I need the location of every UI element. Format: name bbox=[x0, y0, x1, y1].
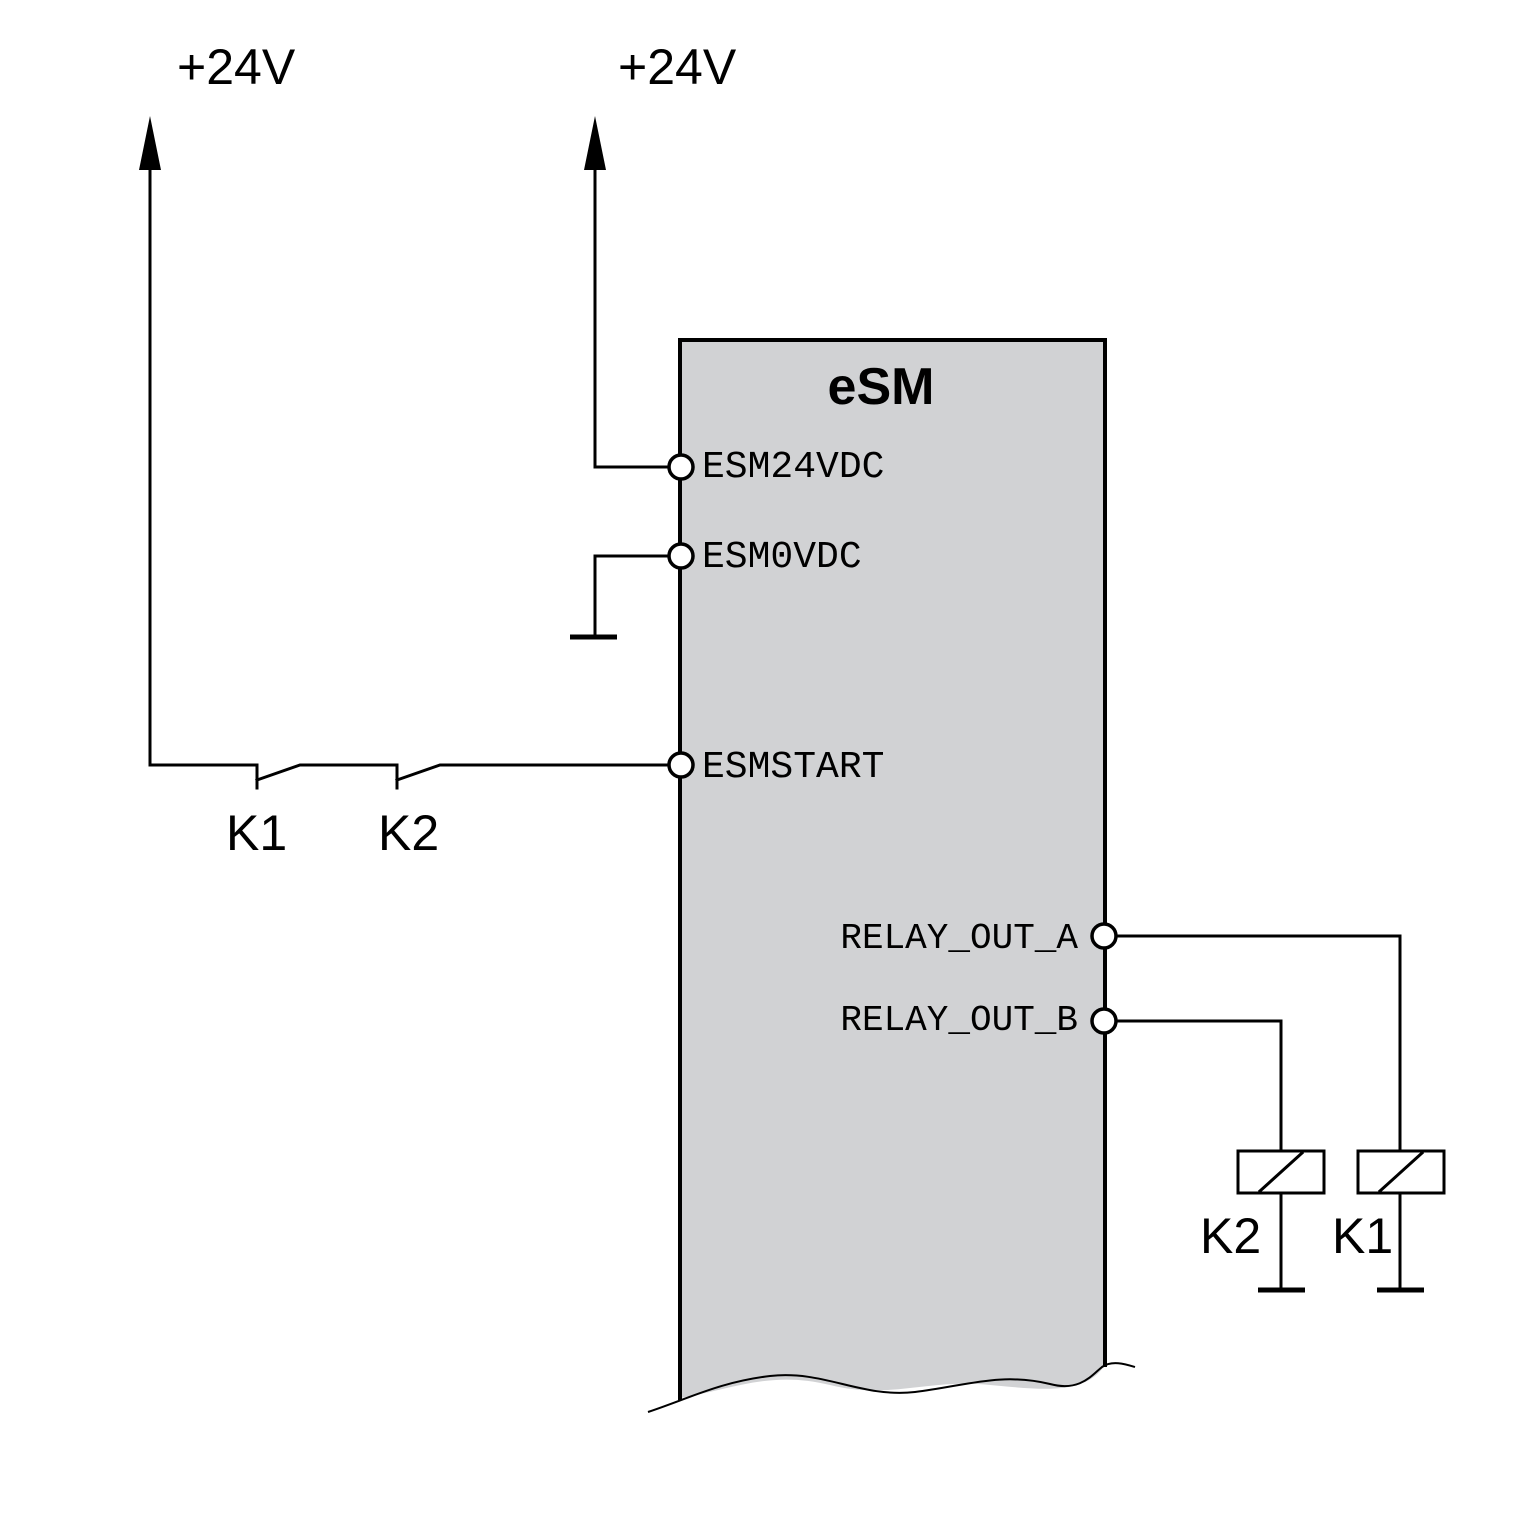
coil-label-k1: K1 bbox=[1332, 1208, 1393, 1264]
terminal-esm0vdc[interactable] bbox=[667, 542, 695, 570]
contact-label-k2: K2 bbox=[378, 805, 439, 861]
terminal-label-esm0vdc: ESM0VDC bbox=[702, 536, 862, 579]
contact-label-k1: K1 bbox=[226, 805, 287, 861]
wire-esm24vdc bbox=[593, 166, 670, 469]
coil-label-k2: K2 bbox=[1200, 1208, 1261, 1264]
supply-arrow-left bbox=[139, 116, 161, 170]
wire-start-supply bbox=[148, 166, 259, 767]
terminal-esm24vdc[interactable] bbox=[667, 453, 695, 481]
supply-arrow-right bbox=[584, 116, 606, 170]
esm-module-tear-line bbox=[647, 1362, 1136, 1413]
wire-relay-out-b bbox=[1115, 1019, 1283, 1153]
terminal-label-esm24vdc: ESM24VDC bbox=[702, 446, 884, 489]
terminal-label-relay-out-a: RELAY_OUT_A bbox=[840, 918, 1078, 959]
esm-module-outline bbox=[678, 338, 1107, 1400]
terminal-relay-out-b[interactable] bbox=[1090, 1007, 1118, 1035]
terminal-label-relay-out-b: RELAY_OUT_B bbox=[840, 1000, 1078, 1041]
esm-module-body bbox=[680, 340, 1105, 1398]
wire-relay-out-a bbox=[1115, 934, 1402, 1153]
supply-label-right: +24V bbox=[618, 39, 737, 95]
terminal-esmstart[interactable] bbox=[667, 751, 695, 779]
contact-k1-symbol bbox=[255, 763, 399, 790]
coil-k2-slash bbox=[1257, 1150, 1305, 1194]
terminal-label-esmstart: ESMSTART bbox=[702, 746, 884, 789]
terminal-relay-out-a[interactable] bbox=[1090, 922, 1118, 950]
coil-k1-slash bbox=[1377, 1150, 1425, 1194]
wire-esm0vdc bbox=[593, 554, 670, 639]
supply-label-left: +24V bbox=[177, 39, 296, 95]
contact-k2-symbol bbox=[395, 763, 670, 790]
module-title: eSM bbox=[828, 358, 935, 416]
